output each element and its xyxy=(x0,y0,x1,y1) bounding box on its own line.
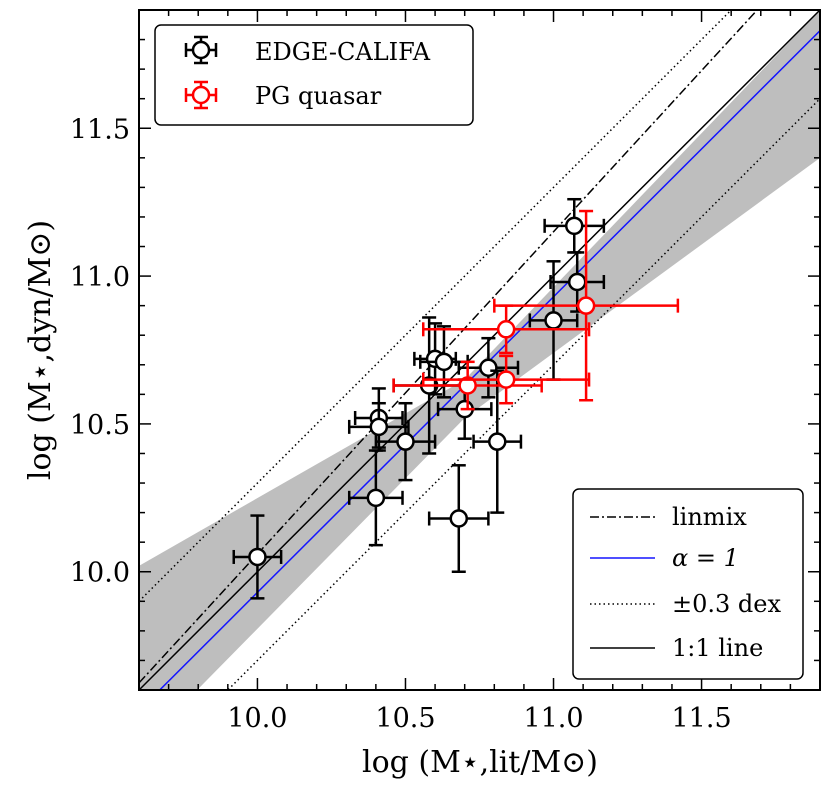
data-point-edge-califa xyxy=(232,514,283,600)
data-point-edge-califa xyxy=(374,401,437,482)
legend-label-one-to-one: 1:1 line xyxy=(672,634,763,662)
legend-label-dex: ±0.3 dex xyxy=(672,590,781,618)
data-point-pg-quasar xyxy=(493,209,680,402)
legend-box xyxy=(572,488,804,680)
y-tick-label: 10.0 xyxy=(70,558,130,589)
data-marker xyxy=(434,352,454,372)
y-tick-label: 11.0 xyxy=(70,262,130,293)
data-points-layer xyxy=(232,197,680,600)
data-marker xyxy=(496,320,516,339)
data-marker xyxy=(458,376,477,395)
data-point-pg-quasar xyxy=(392,360,543,411)
legend-marker-edge-califa xyxy=(184,35,218,65)
fit-line-linmix xyxy=(139,10,759,684)
x-axis-label: log (M⋆,lit/M⊙) xyxy=(362,745,598,780)
data-marker xyxy=(479,358,498,377)
x-tick-label: 11.5 xyxy=(672,703,732,734)
x-tick-label: 10.5 xyxy=(375,703,435,734)
legend-label-pg-quasar: PG quasar xyxy=(255,82,382,110)
legend-series: EDGE-CALIFA PG quasar xyxy=(154,24,474,126)
fit-line--0-3-dex xyxy=(226,98,820,690)
legend-label-linmix: linmix xyxy=(672,503,747,531)
plot-area xyxy=(139,10,820,690)
data-point-edge-califa xyxy=(543,197,606,254)
fit-line--0-3-dex xyxy=(139,10,733,602)
data-marker xyxy=(366,488,386,508)
legend-marker-point xyxy=(184,35,218,65)
plot-frame xyxy=(138,9,821,691)
data-point-edge-califa xyxy=(427,464,490,573)
data-point-pg-quasar xyxy=(421,304,591,355)
data-marker xyxy=(567,272,587,292)
legend-lines: linmix α = 1 ±0.3 dex 1:1 line xyxy=(572,488,804,680)
data-marker xyxy=(191,40,211,60)
legend-box xyxy=(154,24,474,126)
legend-label-alpha: α = 1 xyxy=(672,544,739,572)
y-tick-label: 10.5 xyxy=(70,410,130,441)
data-marker xyxy=(576,296,596,315)
data-marker xyxy=(369,417,389,437)
data-point-pg-quasar xyxy=(421,354,591,405)
data-point-edge-califa xyxy=(347,449,404,547)
data-marker xyxy=(396,432,415,451)
legend-label-edge-califa: EDGE-CALIFA xyxy=(255,38,431,66)
y-tick-label: 11.5 xyxy=(70,114,130,145)
data-marker xyxy=(564,216,584,236)
data-marker xyxy=(488,432,507,451)
y-axis-label: log (M⋆,dyn/M⊙) xyxy=(23,220,58,480)
data-marker xyxy=(544,311,563,330)
x-tick-label: 10.0 xyxy=(227,703,287,734)
data-marker xyxy=(248,547,267,567)
data-marker xyxy=(496,370,516,389)
data-point-edge-califa xyxy=(472,369,523,514)
x-tick-label: 11.0 xyxy=(523,703,583,734)
data-marker xyxy=(449,509,469,528)
data-marker xyxy=(191,85,211,105)
fit-line-1-1-line xyxy=(139,10,820,690)
legend-marker-point xyxy=(184,80,218,110)
legend-marker-pg-quasar xyxy=(184,80,218,110)
